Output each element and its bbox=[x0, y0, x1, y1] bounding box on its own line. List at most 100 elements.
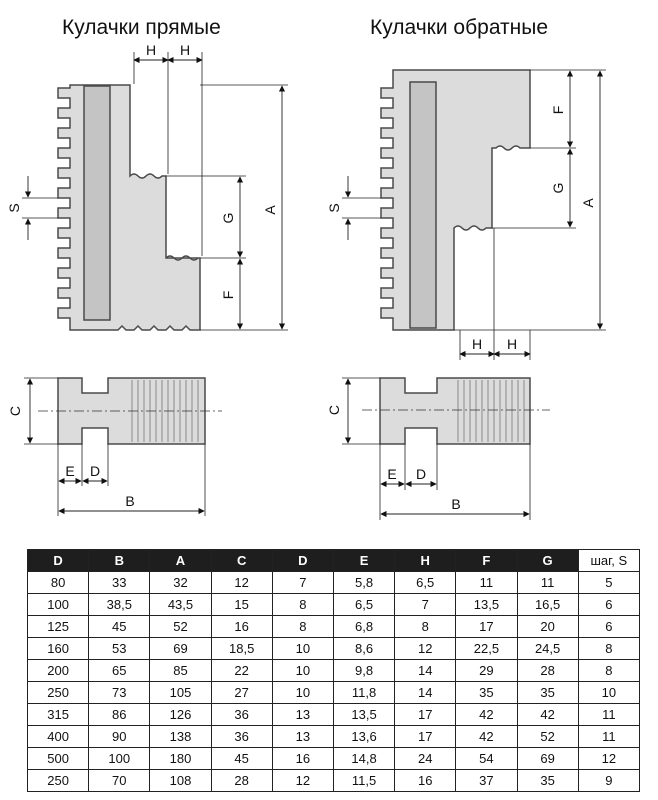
dim-label-h: H bbox=[507, 336, 517, 352]
table-cell: 14 bbox=[394, 681, 457, 704]
reverse-jaw-side-view bbox=[380, 69, 531, 331]
straight-jaw-top-dimensions: C E D B bbox=[7, 377, 206, 516]
table-cell: 13 bbox=[271, 703, 334, 726]
table-header-cell: B bbox=[88, 549, 151, 572]
table-header-cell: A bbox=[149, 549, 212, 572]
table-cell: 9,8 bbox=[332, 659, 396, 682]
table-cell: 65 bbox=[88, 659, 151, 682]
table-cell: 38,5 bbox=[88, 593, 151, 616]
table-cell: 12 bbox=[210, 571, 273, 594]
table-cell: 14 bbox=[394, 659, 457, 682]
table-cell: 6 bbox=[577, 615, 641, 638]
table-cell: 45 bbox=[88, 615, 151, 638]
table-cell: 5 bbox=[577, 571, 641, 594]
table-cell: 9 bbox=[577, 769, 641, 792]
table-cell: 27 bbox=[210, 681, 273, 704]
table-cell: 10 bbox=[577, 681, 641, 704]
table-header-cell-pitch: шаг, S bbox=[577, 549, 641, 572]
table-cell: 10 bbox=[271, 681, 334, 704]
table-cell: 73 bbox=[88, 681, 151, 704]
table-cell: 13,5 bbox=[455, 593, 518, 616]
straight-jaw-outline bbox=[57, 84, 201, 331]
table-cell: 90 bbox=[88, 725, 151, 748]
dim-label-e: E bbox=[387, 466, 396, 482]
table-cell: 85 bbox=[149, 659, 212, 682]
table-cell: 315 bbox=[26, 703, 90, 726]
table-cell: 125 bbox=[26, 615, 90, 638]
table-cell: 8 bbox=[577, 659, 641, 682]
table-cell: 22,5 bbox=[455, 637, 518, 660]
table-header-cell: C bbox=[210, 549, 273, 572]
dim-label-d: D bbox=[416, 466, 426, 482]
table-cell: 16 bbox=[271, 747, 334, 770]
reverse-jaw-top-dimensions: C E D B bbox=[326, 377, 531, 520]
reverse-jaw-outline bbox=[380, 69, 531, 331]
table-cell: 24,5 bbox=[516, 637, 579, 660]
table-cell: 35 bbox=[455, 681, 518, 704]
table-cell: 6,8 bbox=[332, 615, 396, 638]
dim-label-c: C bbox=[7, 406, 23, 416]
title-straight-jaws: Кулачки прямые bbox=[62, 16, 221, 39]
table-cell: 8 bbox=[577, 637, 641, 660]
table-cell: 13,6 bbox=[332, 725, 396, 748]
table-cell: 8,6 bbox=[332, 637, 396, 660]
table-cell: 11 bbox=[577, 703, 641, 726]
table-cell: 11 bbox=[577, 725, 641, 748]
dim-label-b: B bbox=[125, 493, 134, 509]
dim-label-b: B bbox=[451, 496, 460, 512]
dim-label-s: S bbox=[6, 203, 22, 212]
table-cell: 28 bbox=[516, 659, 579, 682]
table-cell: 42 bbox=[516, 703, 579, 726]
table-cell: 12 bbox=[394, 637, 457, 660]
table-cell: 35 bbox=[516, 769, 579, 792]
table-cell: 45 bbox=[210, 747, 273, 770]
table-cell: 29 bbox=[455, 659, 518, 682]
table-cell: 11 bbox=[516, 571, 579, 594]
table-cell: 160 bbox=[26, 637, 90, 660]
table-cell: 7 bbox=[394, 593, 457, 616]
table-cell: 180 bbox=[149, 747, 212, 770]
dim-label-a: A bbox=[580, 198, 596, 208]
table-cell: 10 bbox=[271, 659, 334, 682]
straight-jaw-insert bbox=[83, 85, 111, 321]
table-cell: 12 bbox=[271, 769, 334, 792]
table-cell: 11 bbox=[455, 571, 518, 594]
table-cell: 11,8 bbox=[332, 681, 396, 704]
reverse-jaw-top-outline bbox=[379, 377, 531, 445]
reverse-jaw-insert bbox=[409, 81, 437, 329]
table-header-row: D B A C D E H F G шаг, S bbox=[26, 549, 641, 572]
table-cell: 22 bbox=[210, 659, 273, 682]
table-cell: 12 bbox=[577, 747, 641, 770]
table-cell: 52 bbox=[516, 725, 579, 748]
dim-label-a: A bbox=[262, 205, 278, 215]
table-cell: 100 bbox=[26, 593, 90, 616]
table-cell: 43,5 bbox=[149, 593, 212, 616]
table-cell: 6,5 bbox=[332, 593, 396, 616]
table-cell: 52 bbox=[149, 615, 212, 638]
dim-label-g: G bbox=[550, 183, 566, 194]
table-cell: 42 bbox=[455, 703, 518, 726]
table-cell: 108 bbox=[149, 769, 212, 792]
table-cell: 8 bbox=[271, 593, 334, 616]
reverse-jaw-top-serrations bbox=[457, 380, 525, 442]
table-cell: 14,8 bbox=[332, 747, 396, 770]
table-cell: 11,5 bbox=[332, 769, 396, 792]
table-cell: 138 bbox=[149, 725, 212, 748]
table-cell: 32 bbox=[149, 571, 212, 594]
table-cell: 126 bbox=[149, 703, 212, 726]
table-cell: 24 bbox=[394, 747, 457, 770]
table-cell: 17 bbox=[394, 725, 457, 748]
dim-label-f: F bbox=[220, 291, 236, 300]
table-cell: 7 bbox=[271, 571, 334, 594]
table-cell: 53 bbox=[88, 637, 151, 660]
table-cell: 70 bbox=[88, 769, 151, 792]
